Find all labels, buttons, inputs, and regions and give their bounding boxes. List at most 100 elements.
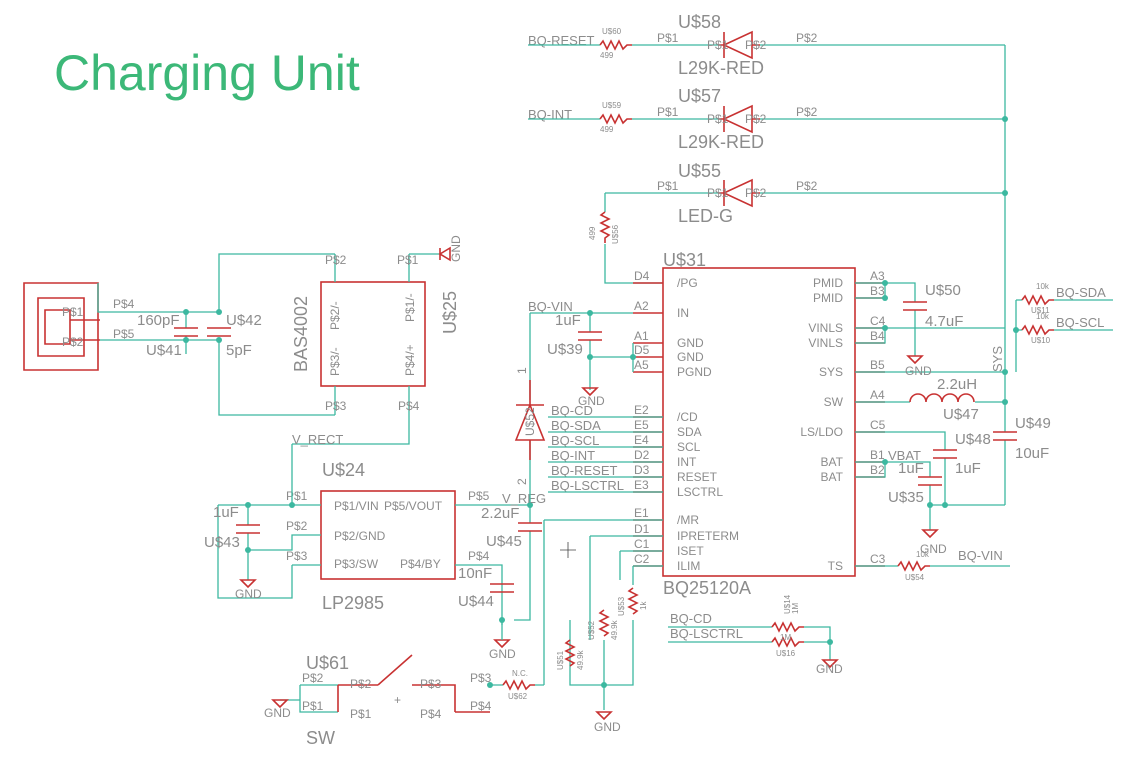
chip-pin-name: INT <box>677 455 697 469</box>
cap-u39: 1uF U$39 GND <box>547 312 605 408</box>
svg-text:GND: GND <box>816 662 843 676</box>
res-u56-value: 499 <box>588 226 597 240</box>
svg-text:P$5: P$5 <box>113 327 135 341</box>
svg-text:U$11: U$11 <box>1031 306 1050 315</box>
cap-u50: U$50 4.7uF GND <box>903 282 963 378</box>
svg-text:49.9k: 49.9k <box>610 619 619 640</box>
switch-ref: U$61 <box>306 653 349 673</box>
svg-text:BQ-SCL: BQ-SCL <box>1056 315 1104 330</box>
res-u53: U$53 1k <box>617 587 648 616</box>
svg-text:1uF: 1uF <box>898 460 924 477</box>
svg-text:P$3/-: P$3/- <box>328 347 342 376</box>
chip-pin-name: SDA <box>677 425 702 439</box>
svg-text:GND: GND <box>920 542 947 556</box>
svg-text:U$47: U$47 <box>943 406 979 423</box>
chip-pin-name: ILIM <box>677 559 700 573</box>
svg-text:P$1/-: P$1/- <box>403 293 417 322</box>
chip-pin-number: B4 <box>870 329 885 343</box>
svg-text:U$41: U$41 <box>146 342 182 359</box>
svg-text:2: 2 <box>515 478 529 485</box>
svg-text:U$43: U$43 <box>204 534 240 551</box>
chip-pin-name: PMID <box>813 276 843 290</box>
svg-text:P$2/GND: P$2/GND <box>334 529 386 543</box>
led-u55-group: 499 U$56 P$1 P$1 P$2 P$2 U$55 LED-G <box>588 161 1005 284</box>
chip-pin-number: D3 <box>634 463 650 477</box>
chip-pin-name: VINLS <box>808 336 843 350</box>
chip-ref: U$31 <box>663 250 706 270</box>
chip-pin-name: SYS <box>819 365 843 379</box>
svg-text:P$4: P$4 <box>113 297 135 311</box>
led-u58-ref: U$58 <box>678 12 721 32</box>
res-u59-value: 499 <box>600 125 614 134</box>
chip-pin-name: PGND <box>677 365 712 379</box>
svg-text:P$2: P$2 <box>745 112 767 126</box>
chip-pin-number: C2 <box>634 552 650 566</box>
chip-pin-name: LSCTRL <box>677 485 723 499</box>
res-u60-ref: U$60 <box>602 27 622 36</box>
chip-pin-number: E4 <box>634 433 649 447</box>
svg-text:BQ-RESET: BQ-RESET <box>551 463 618 478</box>
cap-u49: U$49 10uF <box>993 415 1051 462</box>
chip-pin-name: IPRETERM <box>677 529 739 543</box>
svg-text:P$2: P$2 <box>796 31 818 45</box>
switch-u61: U$61 SW P$2 P$1 P$2 P$1 P$3 P$4 P$3 P$4 … <box>264 653 492 748</box>
svg-text:U$53: U$53 <box>617 596 626 616</box>
svg-text:P$1: P$1 <box>707 38 729 52</box>
svg-text:5pF: 5pF <box>226 342 252 359</box>
chip-pin-name: BAT <box>821 470 844 484</box>
svg-text:P$3: P$3 <box>420 677 442 691</box>
svg-text:10k: 10k <box>916 550 930 559</box>
net-label-vbat: VBAT <box>888 448 921 463</box>
cap-u41: 160pF U$41 <box>137 312 198 359</box>
svg-text:P$2: P$2 <box>286 519 308 533</box>
net-label-sys: SYS <box>990 346 1005 372</box>
svg-text:BQ-INT: BQ-INT <box>551 448 595 463</box>
svg-text:U$52: U$52 <box>523 407 537 436</box>
svg-text:P$2/-: P$2/- <box>328 301 342 330</box>
chip-pin-number: A3 <box>870 269 885 283</box>
chip-pin-name: GND <box>677 350 704 364</box>
svg-text:BQ-LSCTRL: BQ-LSCTRL <box>551 478 624 493</box>
cap-u43: 1uF U$43 GND <box>204 504 262 601</box>
svg-text:P$4: P$4 <box>420 707 442 721</box>
svg-text:GND: GND <box>489 647 516 661</box>
led-u58-symbol <box>718 30 760 60</box>
svg-text:P$2: P$2 <box>302 671 324 685</box>
svg-text:GND: GND <box>235 587 262 601</box>
svg-text:BQ-SDA: BQ-SDA <box>1056 285 1106 300</box>
svg-text:BQ-SDA: BQ-SDA <box>551 418 601 433</box>
net-label-bq-reset: BQ-RESET <box>528 33 595 48</box>
svg-text:10k: 10k <box>1036 282 1050 291</box>
res-u56-ref: U$56 <box>611 224 620 244</box>
svg-text:P$2: P$2 <box>325 253 347 267</box>
cap-u42: U$42 5pF <box>207 312 262 359</box>
chip-pin-number: D4 <box>634 269 650 283</box>
chip-pin-name: LS/LDO <box>800 425 843 439</box>
svg-text:2.2uH: 2.2uH <box>937 376 977 393</box>
svg-text:1: 1 <box>515 367 529 374</box>
chip-pin-name: RESET <box>677 470 718 484</box>
svg-text:10k: 10k <box>1036 312 1050 321</box>
svg-text:P$1: P$1 <box>302 699 324 713</box>
chip-pin-number: A1 <box>634 329 649 343</box>
chip-pin-name: GND <box>677 336 704 350</box>
svg-text:49.9k: 49.9k <box>576 649 585 670</box>
svg-text:GND: GND <box>594 720 621 734</box>
svg-text:U$14: U$14 <box>783 594 792 614</box>
svg-text:P$2: P$2 <box>350 677 372 691</box>
chip-pin-number: B3 <box>870 284 885 298</box>
chip-pin-name: PMID <box>813 291 843 305</box>
chip-pin-name: SCL <box>677 440 701 454</box>
switch-value: SW <box>306 728 335 748</box>
chip-pin-number: E2 <box>634 403 649 417</box>
svg-text:U$16: U$16 <box>776 649 796 658</box>
svg-text:U$50: U$50 <box>925 282 961 299</box>
rectifier-bas4002: P$1 P$2/- P$1/- P$3/- P$4/+ P$3 P$4 P$2 … <box>291 235 463 445</box>
chip-pin-name: /CD <box>677 410 698 424</box>
svg-text:10nF: 10nF <box>458 565 492 582</box>
svg-text:GND: GND <box>449 235 463 262</box>
net-label-v-rect: V_RECT <box>292 432 343 447</box>
svg-text:N.C.: N.C. <box>512 669 528 678</box>
svg-text:P$4: P$4 <box>398 399 420 413</box>
led-u58-group: BQ-RESET U$60 499 P$1 P$1 P$2 P$2 U$58 L… <box>528 12 1005 78</box>
